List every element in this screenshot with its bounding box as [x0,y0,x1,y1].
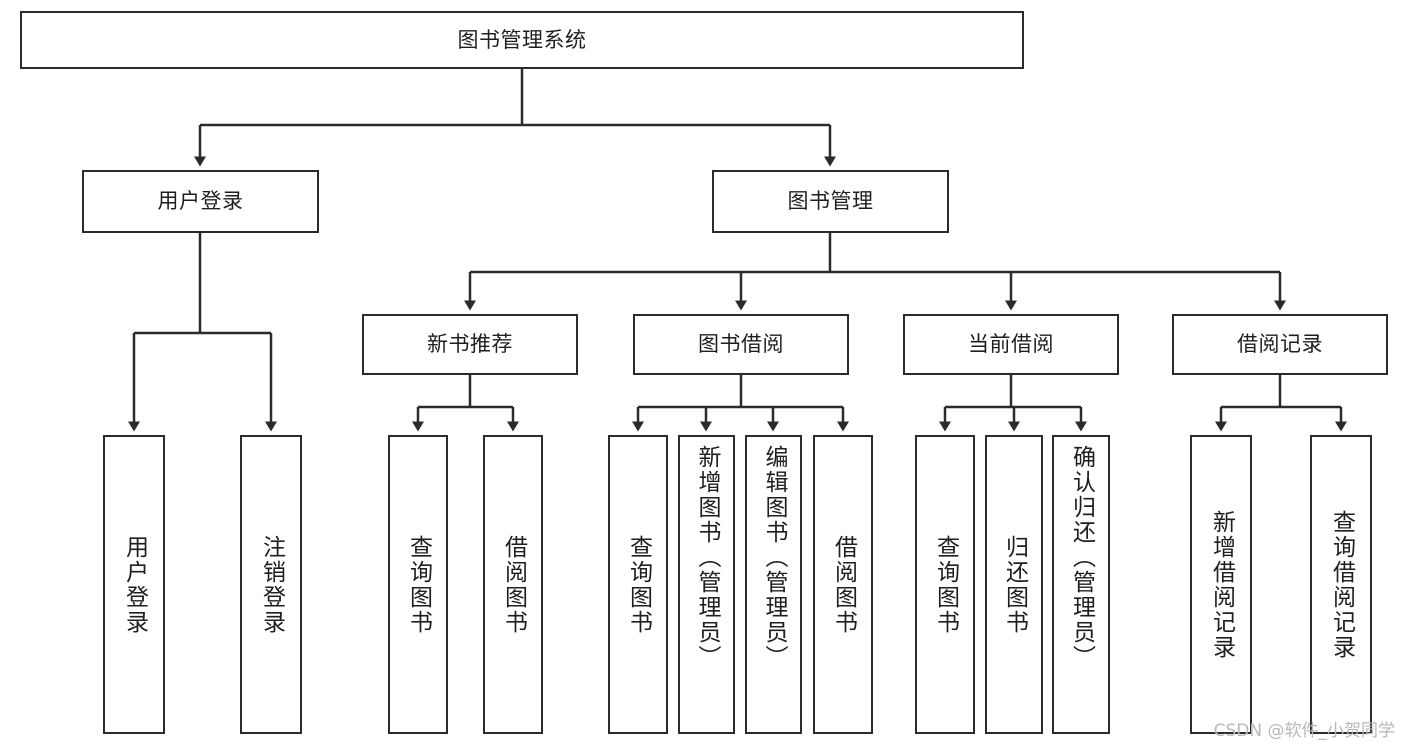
node-root-label: 图书管理系统 [457,27,587,52]
node-leaf-query-borrow-record-label: 查询借阅记录 [1328,509,1355,660]
node-leaf-return-book-label: 归还图书 [1001,534,1028,635]
node-borrow-record-label: 借阅记录 [1237,332,1323,357]
node-user-login-label: 用户登录 [157,189,244,214]
node-leaf-query-book-2[interactable]: 查询图书 [608,435,668,734]
node-leaf-edit-book[interactable]: 编辑图书（管理员） [745,435,802,734]
node-leaf-return-book[interactable]: 归还图书 [985,435,1043,734]
node-leaf-query-book-2-label: 查询图书 [625,534,652,635]
node-leaf-add-book-label: 新增图书（管理员） [694,445,720,670]
node-leaf-borrow-book-2-label: 借阅图书 [830,534,857,635]
node-leaf-borrow-book-1[interactable]: 借阅图书 [483,435,543,734]
node-leaf-add-borrow-record[interactable]: 新增借阅记录 [1190,435,1252,734]
node-borrow-record[interactable]: 借阅记录 [1172,314,1388,375]
node-current-borrow-label: 当前借阅 [968,332,1054,357]
node-leaf-query-borrow-record[interactable]: 查询借阅记录 [1310,435,1372,734]
node-leaf-borrow-book-1-label: 借阅图书 [500,534,527,635]
node-book-manage-label: 图书管理 [787,189,874,214]
csdn-watermark: CSDN @软件_小贺同学 [1213,721,1395,741]
node-leaf-confirm-return[interactable]: 确认归还（管理员） [1052,435,1110,734]
node-leaf-user-login-label: 用户登录 [121,534,148,635]
node-leaf-query-book-1-label: 查询图书 [405,534,432,635]
node-root[interactable]: 图书管理系统 [20,11,1024,69]
node-leaf-user-login[interactable]: 用户登录 [103,435,165,734]
node-leaf-query-book-3[interactable]: 查询图书 [915,435,975,734]
node-leaf-user-logout-label: 注销登录 [258,534,285,635]
node-leaf-confirm-return-label: 确认归还（管理员） [1068,445,1095,670]
node-book-borrow-label: 图书借阅 [698,332,784,357]
node-leaf-edit-book-label: 编辑图书（管理员） [761,445,787,670]
node-leaf-borrow-book-2[interactable]: 借阅图书 [813,435,873,734]
node-book-manage[interactable]: 图书管理 [712,170,949,233]
node-current-borrow[interactable]: 当前借阅 [903,314,1119,375]
node-leaf-query-book-3-label: 查询图书 [932,534,959,635]
node-new-book-recommend[interactable]: 新书推荐 [362,314,578,375]
node-leaf-query-book-1[interactable]: 查询图书 [388,435,448,734]
node-leaf-add-book[interactable]: 新增图书（管理员） [678,435,735,734]
node-user-login[interactable]: 用户登录 [82,170,319,233]
node-book-borrow[interactable]: 图书借阅 [633,314,849,375]
node-leaf-add-borrow-record-label: 新增借阅记录 [1208,509,1235,660]
node-leaf-user-logout[interactable]: 注销登录 [240,435,302,734]
node-new-book-recommend-label: 新书推荐 [427,332,513,357]
